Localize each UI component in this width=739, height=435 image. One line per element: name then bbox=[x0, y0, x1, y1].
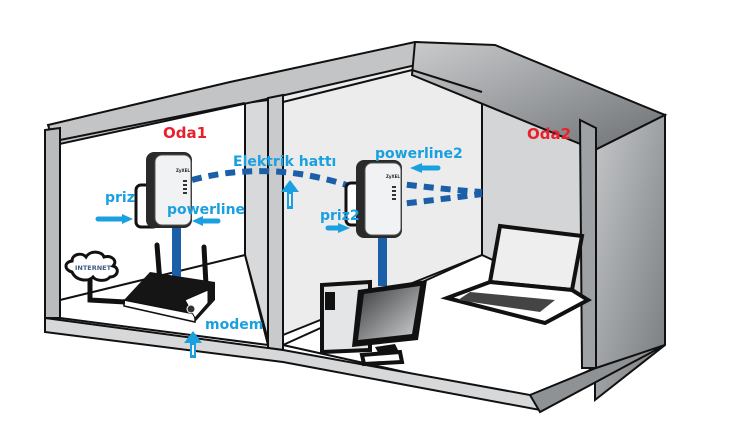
powerline-arrow-icon bbox=[192, 216, 221, 226]
adapter1-label: powerline bbox=[167, 202, 246, 218]
room2-label: Oda2 bbox=[527, 125, 572, 143]
outlet1-label: priz bbox=[105, 190, 135, 206]
electric-line-arrow-icon bbox=[281, 180, 299, 209]
modem-label: modem bbox=[205, 317, 264, 333]
outlet2-label: priz2 bbox=[320, 208, 360, 224]
powerline2-arrow-icon bbox=[410, 163, 441, 173]
internet-cloud: INTERNET bbox=[64, 250, 126, 305]
desktop-computer bbox=[320, 279, 427, 367]
powerline-adapter-2: ZyXEL bbox=[344, 160, 402, 238]
brand-logo: ZyXEL bbox=[176, 168, 190, 173]
power-line-label: Elektrik hattı bbox=[233, 154, 337, 170]
powerline-adapter-1: ZyXEL bbox=[134, 152, 192, 229]
laptop bbox=[440, 223, 592, 326]
priz2-arrow-icon bbox=[325, 223, 350, 233]
building-frame bbox=[44, 40, 668, 414]
svg-text:ZyXEL: ZyXEL bbox=[386, 174, 400, 179]
modem-arrow-icon bbox=[184, 331, 202, 358]
ethernet-cable-1 bbox=[172, 228, 181, 283]
internet-label: INTERNET bbox=[75, 264, 112, 272]
room1-label: Oda1 bbox=[163, 124, 208, 142]
priz-arrow-icon bbox=[95, 214, 133, 224]
adapter2-label: powerline2 bbox=[375, 146, 463, 162]
annotation-arrows bbox=[95, 163, 441, 358]
ethernet-cable-2 bbox=[378, 238, 387, 286]
modem-router bbox=[123, 242, 215, 323]
